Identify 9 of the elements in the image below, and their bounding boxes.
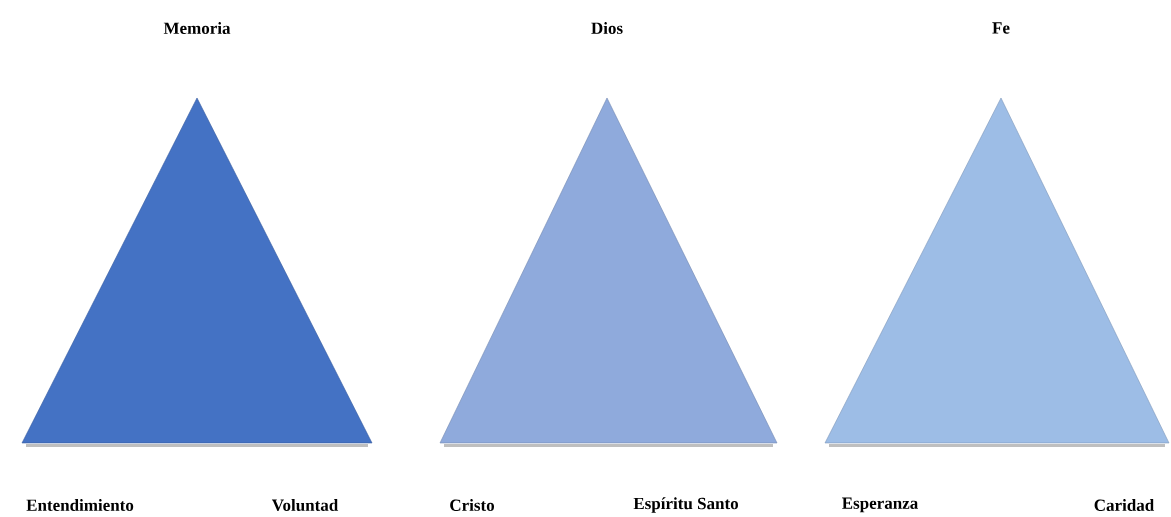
vertex-label: Caridad xyxy=(1094,499,1155,511)
vertex-label: Espíritu Santo xyxy=(633,497,738,513)
vertex-label: Dios xyxy=(591,22,623,34)
vertex-label: Memoria xyxy=(163,22,231,34)
vertex-label: Cristo xyxy=(450,499,494,511)
vertex-label: Entendimiento xyxy=(26,499,134,511)
vertex-label: Voluntad xyxy=(271,498,339,511)
vertex-label: Esperanza xyxy=(842,497,918,513)
vertex-label: Fe xyxy=(992,22,1010,34)
